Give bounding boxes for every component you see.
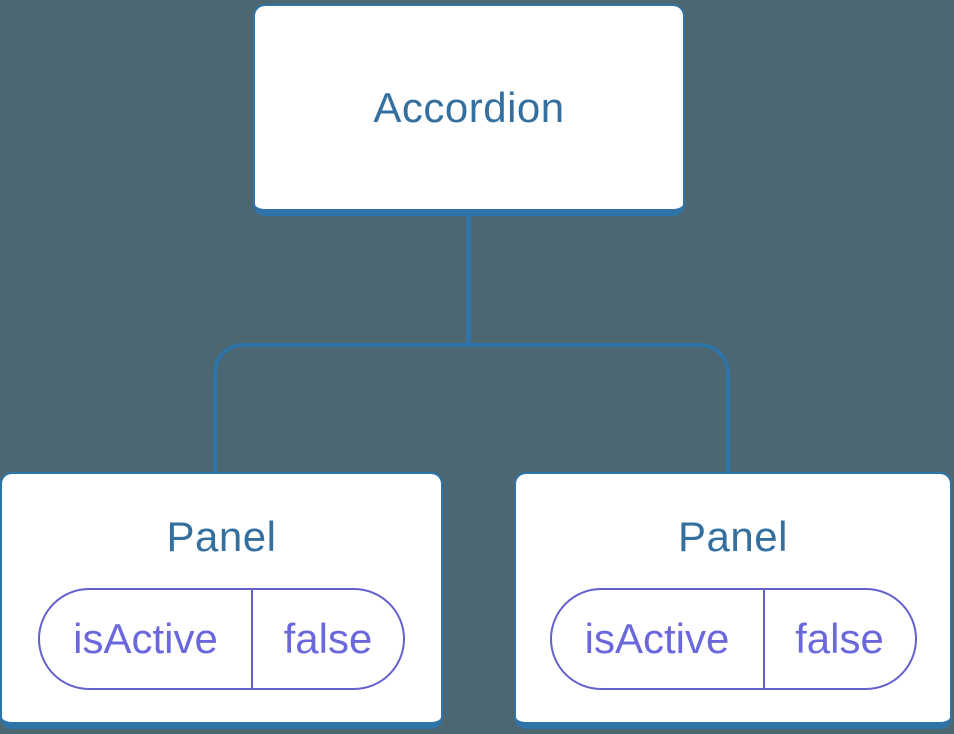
panel-1-state-value: false [283,615,373,662]
panel-1-label: Panel [166,513,277,560]
panel-1-state-pill: isActive false [38,588,405,690]
connector-bracket [213,343,730,474]
accordion-node-label: Accordion [373,83,565,131]
panel-2-label: Panel [678,513,788,560]
connector-stem [466,212,471,346]
panel-2-state-key: isActive [552,590,765,688]
panel-2-state-pill: isActive false [549,588,917,690]
tree-node-panel-1: Panel isActive false [0,472,443,729]
tree-node-accordion: Accordion [253,4,685,216]
panel-2-state-value: false [795,615,884,662]
panel-1-state-key: isActive [40,590,253,688]
tree-node-panel-2: Panel isActive false [514,472,952,729]
